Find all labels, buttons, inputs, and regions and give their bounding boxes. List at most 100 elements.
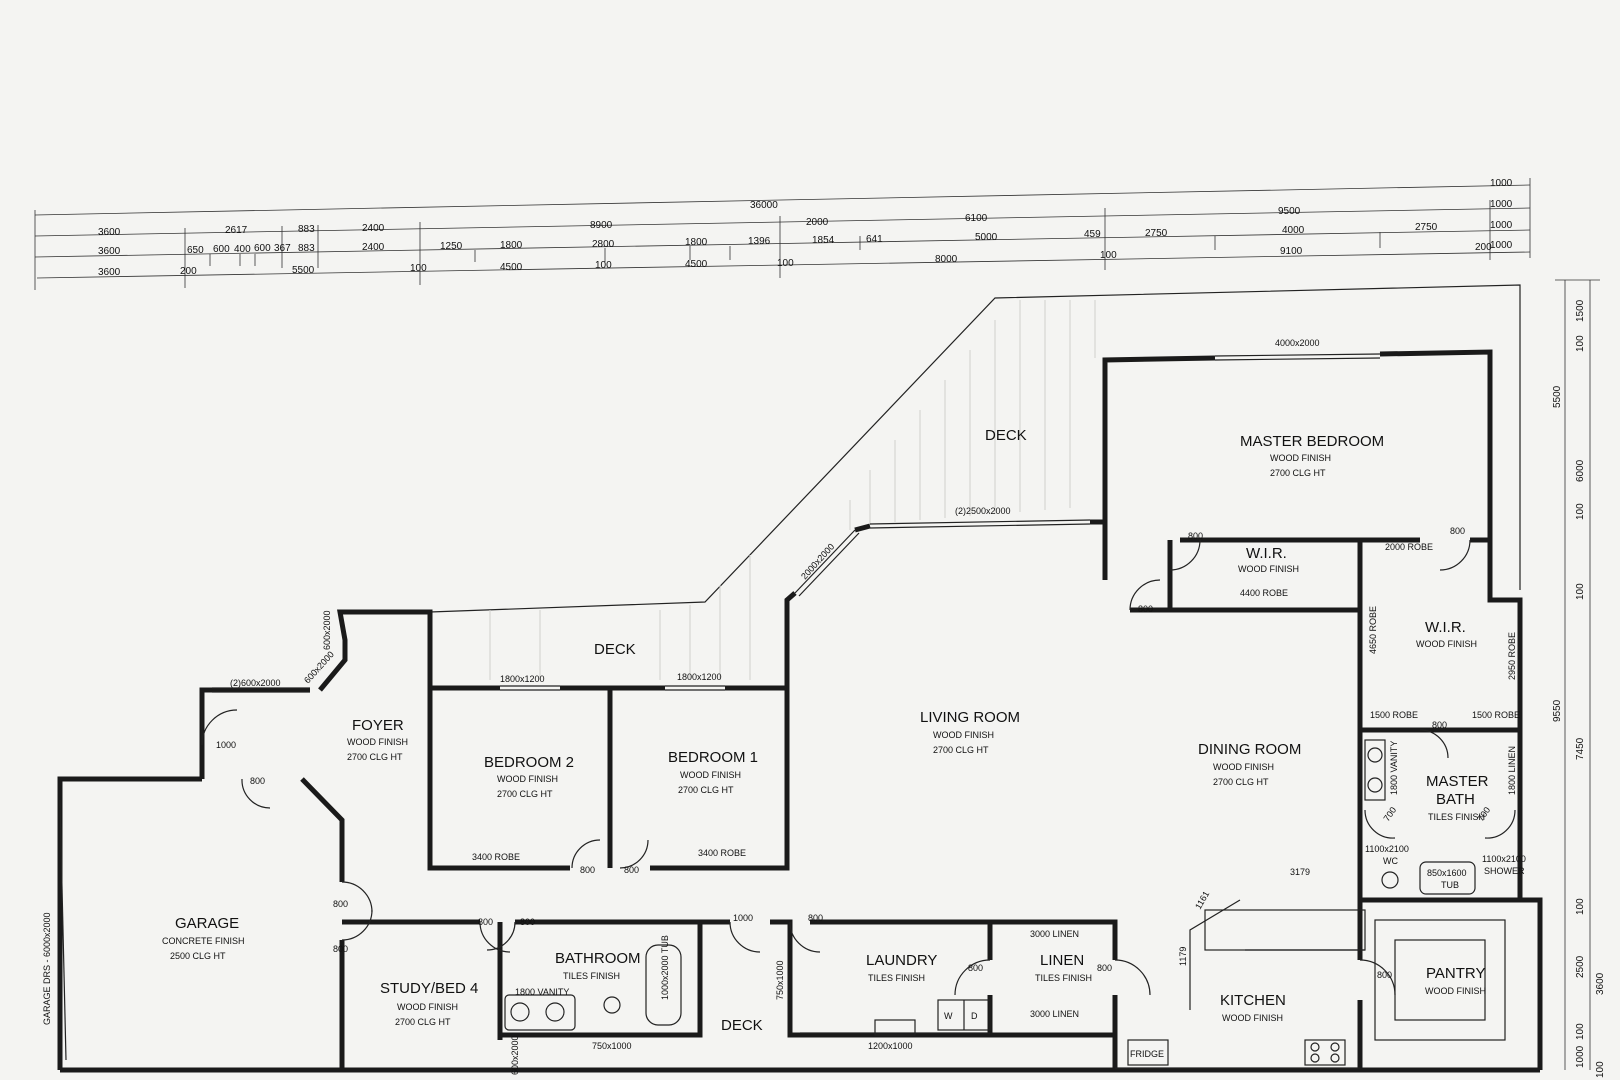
dim-400: 400 xyxy=(234,244,251,255)
label-shower-size: 1100x2100 xyxy=(1482,854,1526,864)
dimension-lines: 36000 1000 1000 1000 1000 3600 2617 883 … xyxy=(34,178,1606,1078)
master-bath-finish: TILES FINISH xyxy=(1428,812,1485,822)
label-4650-robe: 4650 ROBE xyxy=(1368,606,1378,654)
bedroom-1-finish: WOOD FINISH xyxy=(680,770,741,780)
basin-icon xyxy=(1367,747,1383,763)
label-washer: W xyxy=(944,1011,953,1021)
bedroom-1-robe: 3400 ROBE xyxy=(698,848,746,858)
linen-finish: TILES FINISH xyxy=(1035,973,1092,983)
dim-6100: 6100 xyxy=(965,213,988,224)
label-w-deck-s: 600x2000 xyxy=(510,1035,520,1075)
study-ceiling: 2700 CLG HT xyxy=(395,1017,451,1027)
dining-finish: WOOD FINISH xyxy=(1213,762,1274,772)
door-swings xyxy=(201,539,1516,996)
room-laundry: LAUNDRY xyxy=(866,952,937,969)
dim-883-r2: 883 xyxy=(298,243,315,254)
label-wc: WC xyxy=(1383,856,1398,866)
label-tub-bath: 1000x2000 TUB xyxy=(660,935,670,1000)
label-door-800-bath: 800 xyxy=(520,917,535,927)
label-door-800-pantry: 800 xyxy=(1377,970,1392,980)
label-door-800-bed1: 800 xyxy=(624,865,639,875)
dim-5000: 5000 xyxy=(975,232,998,243)
room-garage: GARAGE xyxy=(175,915,239,932)
dim-2617: 2617 xyxy=(225,225,248,236)
dim-1000-b: 1000 xyxy=(1490,199,1513,210)
room-bedroom-1: BEDROOM 1 xyxy=(668,749,758,766)
dim-2750-a: 2750 xyxy=(1145,228,1168,239)
dim-100-b: 100 xyxy=(595,260,612,271)
label-kitchen-1179: 1179 xyxy=(1178,947,1188,966)
pantry-shelf-icon xyxy=(1374,919,1506,1041)
living-ceiling: 2700 CLG HT xyxy=(933,745,989,755)
dim-883-r1: 883 xyxy=(298,224,315,235)
label-door-800-mb-b: 800 xyxy=(1450,526,1465,536)
label-door-700-a: 700 xyxy=(1381,805,1398,823)
dim-100-a: 100 xyxy=(410,263,427,274)
label-kitchen-1161: 1161 xyxy=(1193,889,1211,911)
room-master-bedroom: MASTER BEDROOM xyxy=(1240,433,1384,450)
dim-600-b: 600 xyxy=(254,243,271,254)
dim-7450-r: 7450 xyxy=(1575,737,1586,760)
label-wc-size: 1100x2100 xyxy=(1365,844,1409,854)
dining-ceiling: 2700 CLG HT xyxy=(1213,777,1269,787)
label-1800-linen-mb: 1800 LINEN xyxy=(1507,746,1517,795)
study-finish: WOOD FINISH xyxy=(397,1002,458,1012)
dim-1000-a: 1000 xyxy=(1490,178,1513,189)
room-linen: LINEN xyxy=(1040,952,1084,969)
dim-650: 650 xyxy=(187,245,204,256)
dim-1000-d: 1000 xyxy=(1490,240,1513,251)
kitchen-finish: WOOD FINISH xyxy=(1222,1013,1283,1023)
dim-5500: 5500 xyxy=(292,265,315,276)
label-door-800-bed2: 800 xyxy=(580,865,595,875)
dim-9550-r: 9550 xyxy=(1552,699,1563,722)
bathtub-icon xyxy=(645,944,682,1026)
label-dryer: D xyxy=(971,1011,978,1021)
fridge-icon xyxy=(1127,1039,1169,1066)
label-1800x1200-a: 1800x1200 xyxy=(500,674,545,684)
label-w-bath: 750x1000 xyxy=(592,1041,632,1051)
label-door-1000-foyer: 1000 xyxy=(216,740,236,750)
label-linen-3000-b: 3000 LINEN xyxy=(1030,1009,1079,1019)
dim-100-r1: 100 xyxy=(1575,335,1586,352)
walls xyxy=(57,349,1543,1073)
label-2000-robe: 2000 ROBE xyxy=(1385,542,1433,552)
bedroom-2-ceiling: 2700 CLG HT xyxy=(497,789,553,799)
label-tub-mb-size: 850x1600 xyxy=(1427,868,1467,878)
dim-3600-r: 3600 xyxy=(1595,972,1606,995)
room-bedroom-2: BEDROOM 2 xyxy=(484,754,574,771)
cooktop-icon xyxy=(1304,1039,1346,1066)
dim-9100: 9100 xyxy=(1280,246,1303,257)
label-2950-robe: 2950 ROBE xyxy=(1507,632,1517,680)
room-study: STUDY/BED 4 xyxy=(380,980,478,997)
dim-2000: 2000 xyxy=(806,217,829,228)
label-600x2000-d2: 600x2000 xyxy=(322,610,332,650)
room-pantry: PANTRY xyxy=(1426,965,1485,982)
dim-100-r4: 100 xyxy=(1575,898,1586,915)
kitchen-bench-icon xyxy=(1189,899,1241,1010)
bedroom-1-ceiling: 2700 CLG HT xyxy=(678,785,734,795)
bedroom-2-finish: WOOD FINISH xyxy=(497,774,558,784)
label-door-800-study: 800 xyxy=(333,944,348,954)
dim-1000-c: 1000 xyxy=(1490,220,1513,231)
dim-1800-b: 1800 xyxy=(685,237,708,248)
master-tub-icon xyxy=(1419,861,1476,895)
wir-2-finish: WOOD FINISH xyxy=(1416,639,1477,649)
bathroom-vanity-icon xyxy=(504,994,576,1031)
room-master-bath-1: MASTER xyxy=(1426,773,1489,790)
toilet-icon xyxy=(603,996,621,1014)
dim-100-r5: 100 xyxy=(1575,1023,1586,1040)
deck-outline xyxy=(429,284,1521,680)
dim-2750-b: 2750 xyxy=(1415,222,1438,233)
label-tub-mb: TUB xyxy=(1441,880,1459,890)
dim-200-a: 200 xyxy=(180,266,197,277)
label-door-800-mb-c: 800 xyxy=(1138,604,1153,614)
dim-9500: 9500 xyxy=(1278,206,1301,217)
dim-600-a: 600 xyxy=(213,244,230,255)
foyer-finish: WOOD FINISH xyxy=(347,737,408,747)
master-bedroom-finish: WOOD FINISH xyxy=(1270,453,1331,463)
dim-3600-r1: 3600 xyxy=(98,227,121,238)
dim-1396: 1396 xyxy=(748,236,771,247)
room-labels: DECK DECK DECK MASTER BEDROOM WOOD FINIS… xyxy=(162,427,1489,1034)
label-1500-robe-b: 1500 ROBE xyxy=(1472,710,1520,720)
